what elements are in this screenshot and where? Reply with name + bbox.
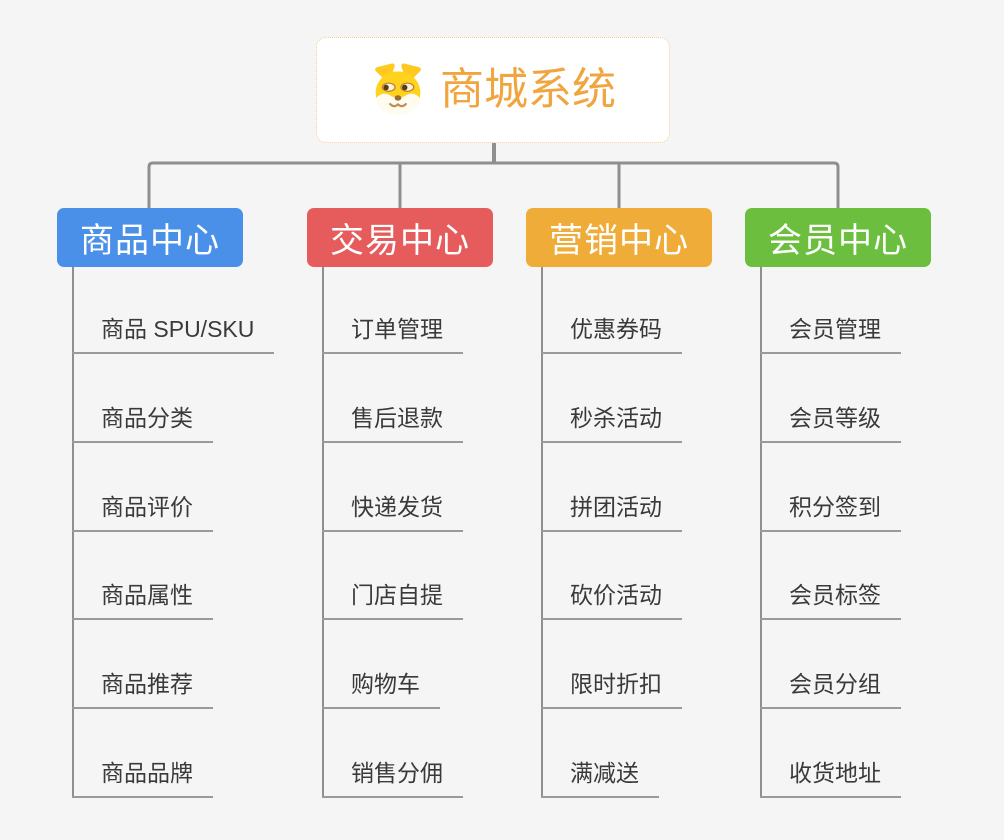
branch-node-trade-center[interactable]: 交易中心 (307, 208, 493, 267)
branch-product-center: 商品中心 商品 SPU/SKU 商品分类 商品评价 商品属性 商品推荐 商品品牌 (57, 208, 275, 798)
topic-group-buy[interactable]: 拼团活动 (541, 492, 682, 532)
topic-product-review[interactable]: 商品评价 (72, 492, 213, 532)
topic-bargain-activity[interactable]: 砍价活动 (541, 580, 682, 620)
topic-order-management[interactable]: 订单管理 (322, 314, 463, 354)
topic-coupon-code[interactable]: 优惠券码 (541, 314, 682, 354)
topic-member-management[interactable]: 会员管理 (760, 314, 901, 354)
topic-member-group[interactable]: 会员分组 (760, 669, 901, 709)
branch-node-label: 商品中心 (80, 222, 220, 260)
topic-shopping-cart[interactable]: 购物车 (322, 669, 440, 709)
branch-trade-center: 交易中心 订单管理 售后退款 快递发货 门店自提 购物车 销售分佣 (307, 208, 493, 798)
topic-store-pickup[interactable]: 门店自提 (322, 580, 463, 620)
branch-node-label: 营销中心 (549, 222, 689, 260)
branch-node-product-center[interactable]: 商品中心 (57, 208, 243, 267)
branch-spine-line (760, 267, 762, 798)
topic-product-spu-sku[interactable]: 商品 SPU/SKU (72, 314, 275, 354)
topic-points-checkin[interactable]: 积分签到 (760, 492, 901, 532)
topic-product-brand[interactable]: 商品品牌 (72, 758, 213, 798)
topic-member-tag[interactable]: 会员标签 (760, 580, 901, 620)
dog-face-icon (375, 63, 421, 115)
topic-express-delivery[interactable]: 快递发货 (322, 492, 463, 532)
branch-node-label: 交易中心 (330, 222, 470, 260)
branch-member-center: 会员中心 会员管理 会员等级 积分签到 会员标签 会员分组 收货地址 (745, 208, 931, 798)
root-topic-node[interactable]: 商城系统 (316, 37, 670, 143)
branch-spine-line (72, 267, 74, 798)
topic-product-attribute[interactable]: 商品属性 (72, 580, 213, 620)
topic-sales-commission[interactable]: 销售分佣 (322, 758, 463, 798)
topic-full-reduction[interactable]: 满减送 (541, 758, 659, 798)
branch-spine-line (322, 267, 324, 798)
branch-marketing-center: 营销中心 优惠券码 秒杀活动 拼团活动 砍价活动 限时折扣 满减送 (526, 208, 712, 798)
branch-node-marketing-center[interactable]: 营销中心 (526, 208, 712, 267)
branch-node-member-center[interactable]: 会员中心 (745, 208, 931, 267)
branch-node-label: 会员中心 (768, 222, 908, 260)
topic-member-level[interactable]: 会员等级 (760, 403, 901, 443)
topic-time-limited-discount[interactable]: 限时折扣 (541, 669, 682, 709)
topic-after-sales-refund[interactable]: 售后退款 (322, 403, 463, 443)
topic-product-recommend[interactable]: 商品推荐 (72, 669, 213, 709)
root-topic-label: 商城系统 (440, 65, 616, 114)
topic-shipping-address[interactable]: 收货地址 (760, 758, 901, 798)
topic-flash-sale[interactable]: 秒杀活动 (541, 403, 682, 443)
topic-product-category[interactable]: 商品分类 (72, 403, 213, 443)
branch-spine-line (541, 267, 543, 798)
